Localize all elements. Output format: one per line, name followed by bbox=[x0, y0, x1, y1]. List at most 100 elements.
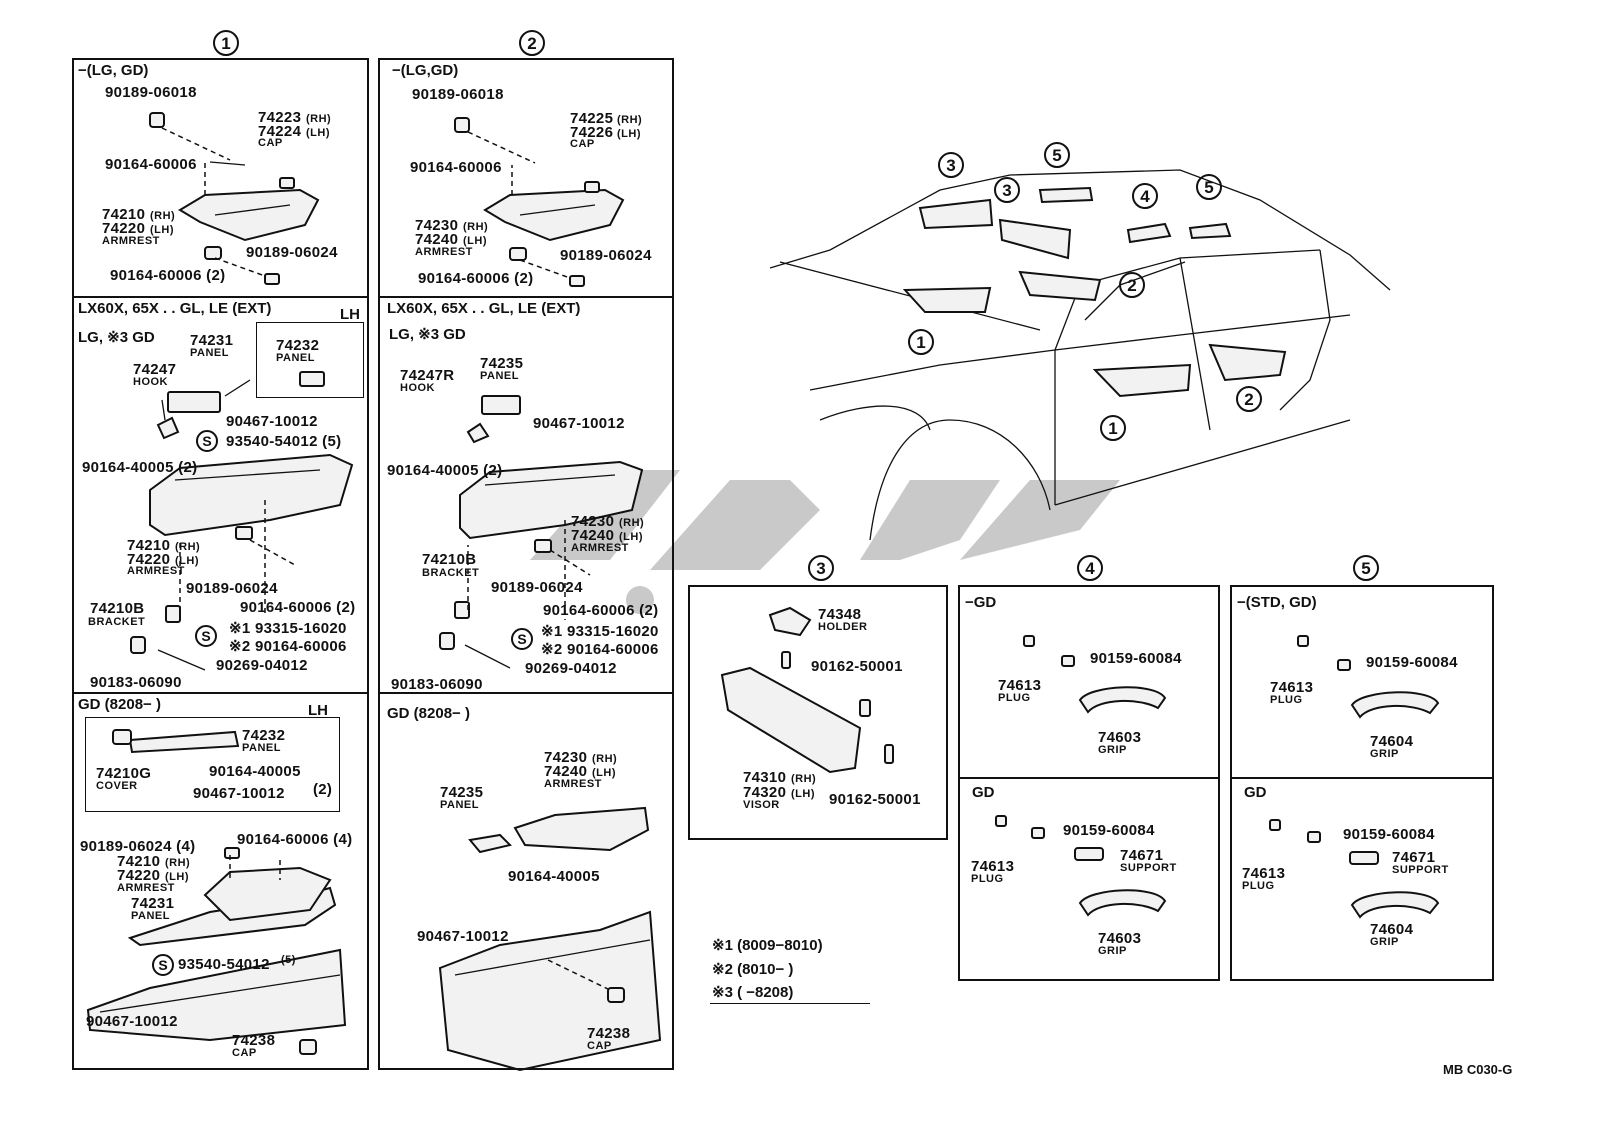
armrest-part-1-bot bbox=[86, 729, 347, 1055]
visor-parts bbox=[720, 606, 894, 774]
part-name: CAP bbox=[258, 137, 283, 149]
part-number: 74240 bbox=[544, 763, 588, 780]
part-name: PLUG bbox=[998, 692, 1031, 704]
part-number: 74220 bbox=[102, 220, 146, 237]
panel-3-frame bbox=[688, 585, 948, 840]
callout-5: 5 bbox=[1044, 142, 1070, 168]
part-name: ARMREST bbox=[415, 246, 473, 258]
panel-5-frame bbox=[1230, 585, 1494, 981]
part-name: ARMREST bbox=[102, 235, 160, 247]
part-number: 74231 bbox=[131, 895, 175, 912]
part-number: 90159-60084 bbox=[1090, 650, 1182, 667]
panel-1-divider-b bbox=[72, 692, 369, 694]
part-number: 74210G bbox=[96, 765, 152, 782]
part-number: 74220 bbox=[127, 551, 171, 568]
part-number: 74230 bbox=[571, 513, 615, 530]
part-number: 90164-60006 (4) bbox=[237, 831, 353, 848]
callout-2: 2 bbox=[1236, 386, 1262, 412]
armrest-part-2-bot bbox=[438, 806, 662, 1072]
part-number: 74320 bbox=[743, 784, 787, 801]
part-number: 74235 bbox=[440, 784, 484, 801]
side-label: (RH) bbox=[306, 113, 332, 125]
part-number: 90159-60084 bbox=[1366, 654, 1458, 671]
side-label: (RH) bbox=[463, 221, 489, 233]
part-number: 90189-06024 bbox=[491, 579, 583, 596]
part-name: PANEL bbox=[242, 742, 281, 754]
side-label: (RH) bbox=[150, 210, 176, 222]
column-number-2: 2 bbox=[519, 30, 545, 56]
column-number-3: 3 bbox=[808, 555, 834, 581]
part-name: ARMREST bbox=[127, 565, 185, 577]
s-symbol: S bbox=[511, 628, 533, 650]
part-number: 90159-60084 bbox=[1063, 822, 1155, 839]
part-number: 90164-40005 bbox=[209, 763, 301, 780]
panel-5-top-header: −(STD, GD) bbox=[1237, 594, 1317, 611]
part-number: 74210 bbox=[117, 853, 161, 870]
part-name: CAP bbox=[587, 1040, 612, 1052]
part-number: ※1 93315-16020 bbox=[541, 623, 659, 640]
part-number: 74210 bbox=[127, 537, 171, 554]
side-label: (LH) bbox=[791, 788, 815, 800]
side-label: (RH) bbox=[619, 517, 645, 529]
part-number: 74613 bbox=[1270, 679, 1314, 696]
part-number: 90183-06090 bbox=[391, 676, 483, 693]
part-number: 90162-50001 bbox=[829, 791, 921, 808]
part-number: 74223 bbox=[258, 109, 302, 126]
panel-2-divider-b bbox=[378, 692, 674, 694]
part-number: ※2 90164-60006 bbox=[229, 638, 347, 655]
part-number: 74210 bbox=[102, 206, 146, 223]
part-number: 90189-06024 bbox=[246, 244, 338, 261]
side-label: (LH) bbox=[165, 871, 189, 883]
part-name: SUPPORT bbox=[1392, 864, 1449, 876]
part-number: 90164-40005 (2) bbox=[82, 459, 198, 476]
part-number: 90467-10012 bbox=[417, 928, 509, 945]
side-label: (RH) bbox=[175, 541, 201, 553]
part-number: 93540-54012 (5) bbox=[226, 433, 342, 450]
part-number: 90189-06024 bbox=[560, 247, 652, 264]
callout-1: 1 bbox=[908, 329, 934, 355]
part-name: GRIP bbox=[1370, 936, 1399, 948]
armrest-part-1-top bbox=[149, 112, 320, 285]
part-number: 90164-40005 bbox=[508, 868, 600, 885]
part-name: GRIP bbox=[1098, 945, 1127, 957]
part-number: 90183-06090 bbox=[90, 674, 182, 691]
part-number: 90189-06024 (4) bbox=[80, 838, 196, 855]
quantity-label: (2) bbox=[313, 781, 333, 798]
grip-parts bbox=[995, 635, 1440, 919]
part-number: 90164-60006 (2) bbox=[418, 270, 534, 287]
column-number-4: 4 bbox=[1077, 555, 1103, 581]
legend-note-1: ※1 (8009−8010) bbox=[712, 937, 823, 954]
part-number: 74603 bbox=[1098, 930, 1142, 947]
panel-4-top-header: −GD bbox=[965, 594, 997, 611]
part-name: BRACKET bbox=[422, 567, 480, 579]
side-label: (RH) bbox=[165, 857, 191, 869]
part-number: ※2 90164-60006 bbox=[541, 641, 659, 658]
part-number: 90189-06024 bbox=[186, 580, 278, 597]
panel-2-bot-header: GD (8208− ) bbox=[387, 705, 470, 722]
callout-4: 4 bbox=[1132, 183, 1158, 209]
panel-1-mid-header: LX60X, 65X . . GL, LE (EXT) bbox=[78, 300, 272, 317]
part-number: 90467-10012 bbox=[226, 413, 318, 430]
panel-2-frame bbox=[378, 58, 674, 1070]
part-number: 90467-10012 bbox=[533, 415, 625, 432]
legend-underline bbox=[710, 1003, 870, 1004]
part-name: PANEL bbox=[440, 799, 479, 811]
part-number: 74247R bbox=[400, 367, 455, 384]
part-number: 93540-54012 bbox=[178, 956, 270, 973]
side-label: (LH) bbox=[619, 531, 643, 543]
armrest-part-1-mid bbox=[130, 371, 354, 671]
panel-5-divider bbox=[1230, 777, 1494, 779]
part-number: 74613 bbox=[971, 858, 1015, 875]
part-number: 74232 bbox=[242, 727, 286, 744]
part-number: 90189-06018 bbox=[412, 86, 504, 103]
part-number: 74603 bbox=[1098, 729, 1142, 746]
s-symbol: S bbox=[195, 625, 217, 647]
part-number: 90164-60006 (2) bbox=[110, 267, 226, 284]
callout-1: 1 bbox=[1100, 415, 1126, 441]
part-name: COVER bbox=[96, 780, 138, 792]
watermark-logo bbox=[530, 470, 1120, 614]
part-name: GRIP bbox=[1098, 744, 1127, 756]
panel-2-mid-subheader: LG, ※3 GD bbox=[389, 326, 466, 343]
legend-note-3: ※3 ( −8208) bbox=[712, 984, 794, 1001]
part-number: 74671 bbox=[1120, 847, 1164, 864]
